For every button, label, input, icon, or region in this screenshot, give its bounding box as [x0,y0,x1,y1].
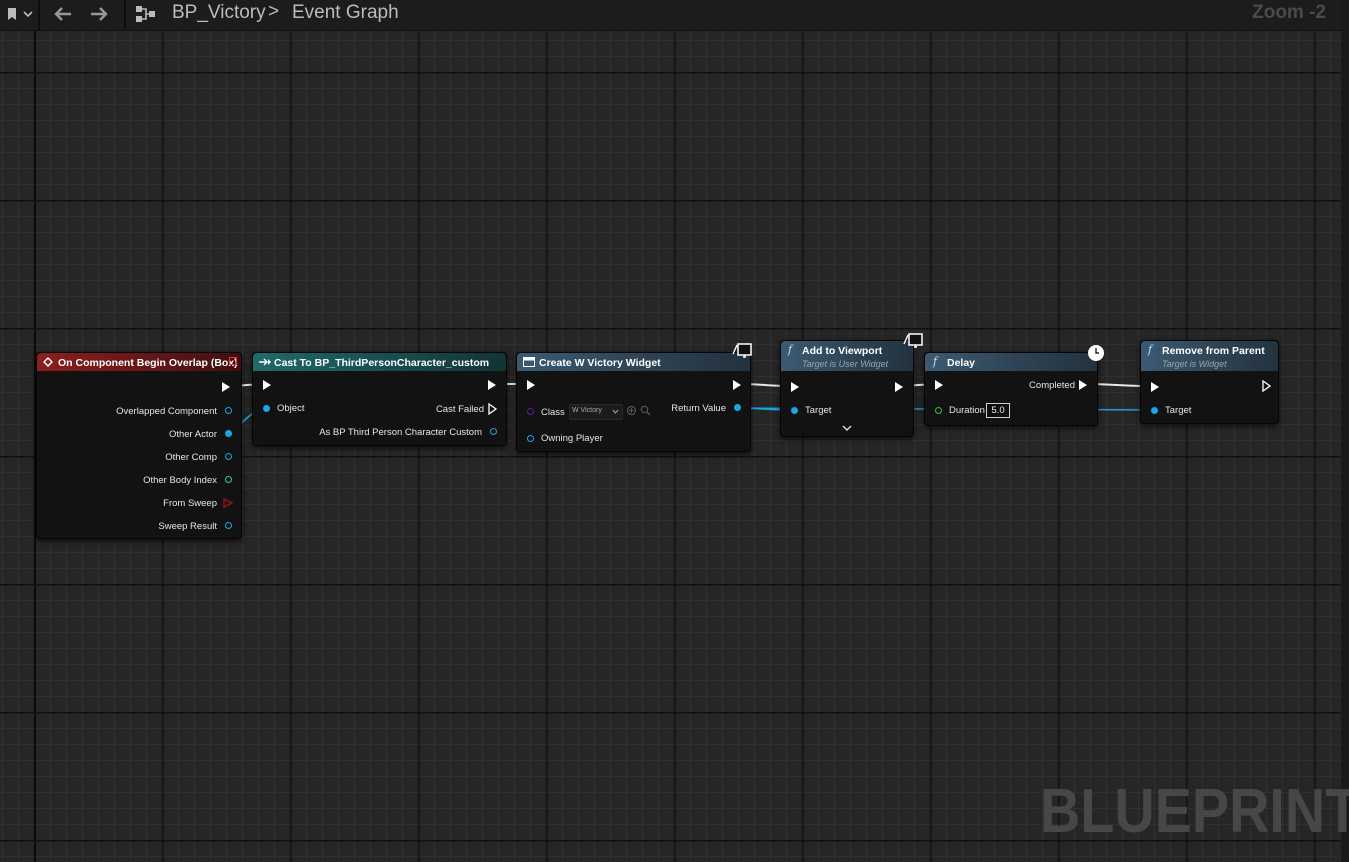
breadcrumb-graph[interactable]: Event Graph [292,2,399,23]
graph-origin-line [34,30,36,862]
function-icon: f [933,355,938,368]
from-sweep-pin[interactable] [223,498,233,508]
exec-out-pin[interactable] [733,380,741,390]
exec-out-pin[interactable] [488,380,496,390]
widget-icon [523,357,535,367]
completed-exec-pin[interactable] [1079,380,1087,390]
breadcrumb-separator: > [268,1,280,22]
exec-in-pin[interactable] [263,380,271,390]
blueprint-watermark: BLUEPRINT [1040,777,1349,846]
node-header [781,341,913,371]
other-comp-pin[interactable] [225,453,232,460]
client-only-badge-icon [732,343,752,358]
other-actor-pin[interactable] [225,430,232,437]
pin-label: Other Actor [168,429,217,440]
pin-label: Class [541,407,565,418]
create-widget-node[interactable]: Create W Victory Widget Class W Victory … [516,343,752,452]
use-selected-asset-icon[interactable] [626,405,637,416]
node-title: Cast To BP_ThirdPersonCharacter_custom [274,357,490,369]
pin-label: Target [1165,405,1192,416]
pin-label: Sweep Result [158,521,217,532]
node-title: Add to Viewport [802,345,883,357]
exec-out-pin[interactable] [1262,380,1272,392]
as-character-pin[interactable] [490,428,497,435]
return-value-pin[interactable] [734,404,741,411]
clock-icon [1088,345,1104,361]
other-body-index-pin[interactable] [225,476,232,483]
pin-label: Other Comp [165,452,217,463]
right-edge-panel [1341,0,1349,862]
chevron-down-icon [612,409,619,414]
cast-node[interactable]: Cast To BP_ThirdPersonCharacter_custom O… [252,352,507,446]
pin-label: Completed [1029,380,1075,391]
node-title: Create W Victory Widget [539,357,661,369]
chevron-down-icon[interactable] [842,425,852,432]
pin-label: Target [805,405,832,416]
graph-icon [136,6,155,22]
event-node-begin-overlap[interactable]: On Component Begin Overlap (Box) Overlap… [36,352,242,539]
back-button[interactable] [48,2,76,26]
bookmark-button[interactable] [2,2,36,26]
graph-type-icon-button [132,2,160,26]
exec-in-pin[interactable] [791,382,799,392]
graph-toolbar: BP_Victory > Event Graph Zoom -2 [0,0,1341,31]
exec-out-pin[interactable] [222,382,230,392]
add-to-viewport-node[interactable]: f Add to Viewport Target is User Widget … [780,333,923,437]
pin-label: Return Value [671,403,726,414]
pin-label: Other Body Index [143,475,217,486]
forward-button[interactable] [86,2,114,26]
exec-out-pin[interactable] [895,382,903,392]
delay-node[interactable]: f Delay Completed Duration 5.0 [924,345,1104,426]
pin-label: Cast Failed [435,404,484,415]
node-header [1141,341,1278,371]
pin-label: Overlapped Component [116,406,217,417]
object-input-pin[interactable] [263,405,270,412]
duration-pin[interactable] [935,407,942,414]
target-pin[interactable] [1151,407,1158,414]
delegate-pin-icon[interactable] [229,357,237,365]
breadcrumb-blueprint[interactable]: BP_Victory [172,2,266,23]
cast-failed-exec-pin[interactable] [488,403,498,415]
pin-label: Owning Player [541,433,603,444]
pin-label: Object [277,403,305,414]
cast-icon [259,358,271,366]
node-title: On Component Begin Overlap (Box) [58,357,238,369]
function-icon: f [788,343,793,356]
class-dropdown-value: W Victory [572,407,602,414]
pin-label: From Sweep [163,498,217,509]
pin-label: Duration [949,405,985,416]
bookmark-icon [8,8,33,20]
zoom-level: Zoom -2 [1252,2,1326,23]
function-icon: f [1148,343,1153,356]
class-dropdown[interactable]: W Victory [569,404,623,420]
client-only-badge-icon [903,333,923,348]
node-title: Remove from Parent [1162,345,1265,357]
class-pin[interactable] [527,408,534,415]
exec-in-pin[interactable] [527,380,535,390]
node-title: Delay [947,357,976,369]
browse-search-icon[interactable] [640,405,651,416]
target-pin[interactable] [791,407,798,414]
node-subtitle: Target is User Widget [802,359,889,369]
node-header [253,353,506,371]
forward-arrow-icon [91,7,108,21]
owning-player-pin[interactable] [527,435,534,442]
node-header [37,353,241,371]
node-header [925,353,1097,371]
chevron-down-icon [23,11,33,18]
remove-from-parent-node[interactable]: f Remove from Parent Target is Widget Ta… [1140,340,1279,424]
pin-label: As BP Third Person Character Custom [319,427,482,438]
event-icon [43,357,53,367]
exec-in-pin[interactable] [935,380,943,390]
overlapped-component-pin[interactable] [225,407,232,414]
duration-input[interactable]: 5.0 [986,403,1010,418]
exec-in-pin[interactable] [1151,382,1159,392]
node-header [517,353,750,371]
sweep-result-pin[interactable] [225,522,232,529]
node-subtitle: Target is Widget [1162,359,1227,369]
back-arrow-icon [54,7,71,21]
